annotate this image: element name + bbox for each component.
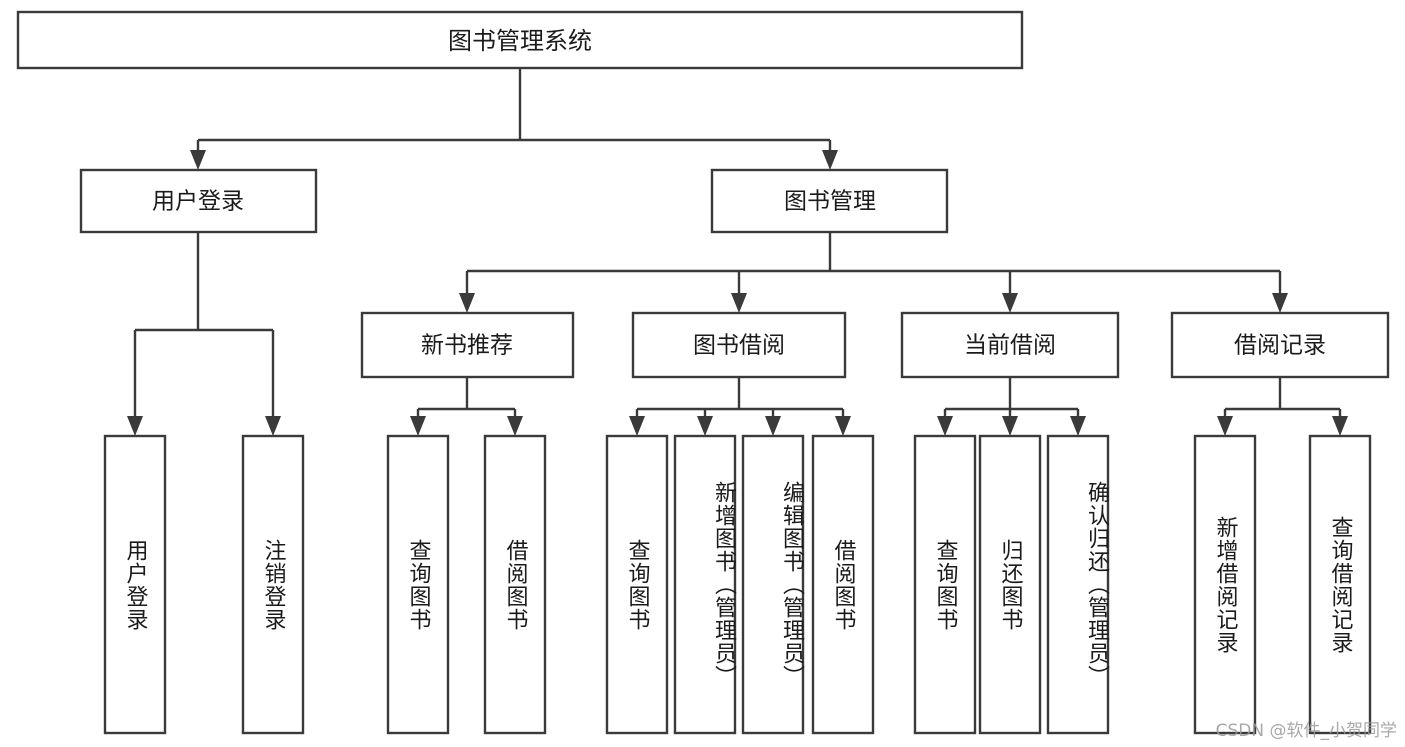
arrow-current-leaf2 (1002, 416, 1018, 436)
leaf-box-logout[interactable] (241, 434, 305, 735)
arrow-record-leaf2 (1332, 416, 1348, 436)
arrow-borrow-leaf4 (835, 416, 851, 436)
arrow-to-current (1002, 293, 1018, 313)
arrow-borrow-leaf1 (629, 416, 645, 436)
leaf-box-confirm-return-admin[interactable] (1046, 434, 1110, 735)
leaf-box-group (103, 434, 1372, 735)
leaf-box-return-book[interactable] (978, 434, 1042, 735)
node-borrow-record[interactable]: 借阅记录 (1170, 311, 1390, 379)
arrow-borrow-leaf2 (697, 416, 713, 436)
node-borrow-record-box[interactable] (1170, 311, 1390, 379)
arrow-record-leaf1 (1217, 416, 1233, 436)
arrow-to-user-login (190, 150, 206, 170)
connector-group (127, 68, 1348, 436)
node-book-management-label: 图书管理 (784, 189, 876, 215)
leaf-box-query-book-borrow[interactable] (605, 434, 669, 735)
arrow-current-leaf1 (937, 416, 953, 436)
leaf-box-query-book-current[interactable] (913, 434, 977, 735)
arrow-current-leaf3 (1070, 416, 1086, 436)
node-root-box[interactable] (16, 10, 1024, 70)
arrow-userlogin-leaf2 (265, 416, 281, 436)
node-borrow-record-label: 借阅记录 (1234, 333, 1326, 359)
leaf-box-borrow-book-recommend[interactable] (483, 434, 547, 735)
arrow-newbook-leaf1 (410, 416, 426, 436)
leaf-box-query-borrow-record[interactable] (1308, 434, 1372, 735)
arrow-to-record (1272, 293, 1288, 313)
node-book-borrow-label: 图书借阅 (693, 333, 785, 359)
csdn-watermark: CSDN @软件_小贺同学 (1215, 721, 1397, 741)
node-new-book-recommend[interactable]: 新书推荐 (360, 311, 575, 379)
leaf-box-add-borrow-record[interactable] (1193, 434, 1257, 735)
arrow-to-borrow (731, 293, 747, 313)
arrow-userlogin-leaf1 (127, 416, 143, 436)
leaf-box-add-book-admin[interactable] (673, 434, 737, 735)
node-current-borrow-box[interactable] (900, 311, 1120, 379)
leaf-box-query-book-recommend[interactable] (386, 434, 450, 735)
node-user-login-label: 用户登录 (152, 189, 244, 215)
node-new-book-recommend-label: 新书推荐 (421, 333, 513, 359)
arrow-newbook-leaf2 (507, 416, 523, 436)
node-current-borrow[interactable]: 当前借阅 (900, 311, 1120, 379)
arrow-to-newbook (459, 293, 475, 313)
leaf-box-edit-book-admin[interactable] (741, 434, 805, 735)
node-book-borrow[interactable]: 图书借阅 (631, 311, 847, 379)
node-user-login-box[interactable] (79, 168, 318, 234)
node-new-book-recommend-box[interactable] (360, 311, 575, 379)
node-book-management[interactable]: 图书管理 (710, 168, 949, 234)
leaf-box-user-login[interactable] (103, 434, 167, 735)
arrow-to-book-manage (822, 150, 838, 170)
node-current-borrow-label: 当前借阅 (964, 333, 1056, 359)
node-book-borrow-box[interactable] (631, 311, 847, 379)
node-root[interactable]: 图书管理系统 (16, 10, 1024, 70)
node-user-login[interactable]: 用户登录 (79, 168, 318, 234)
arrow-borrow-leaf3 (765, 416, 781, 436)
node-root-label: 图书管理系统 (448, 27, 592, 55)
leaf-box-borrow-book[interactable] (811, 434, 875, 735)
node-book-management-box[interactable] (710, 168, 949, 234)
